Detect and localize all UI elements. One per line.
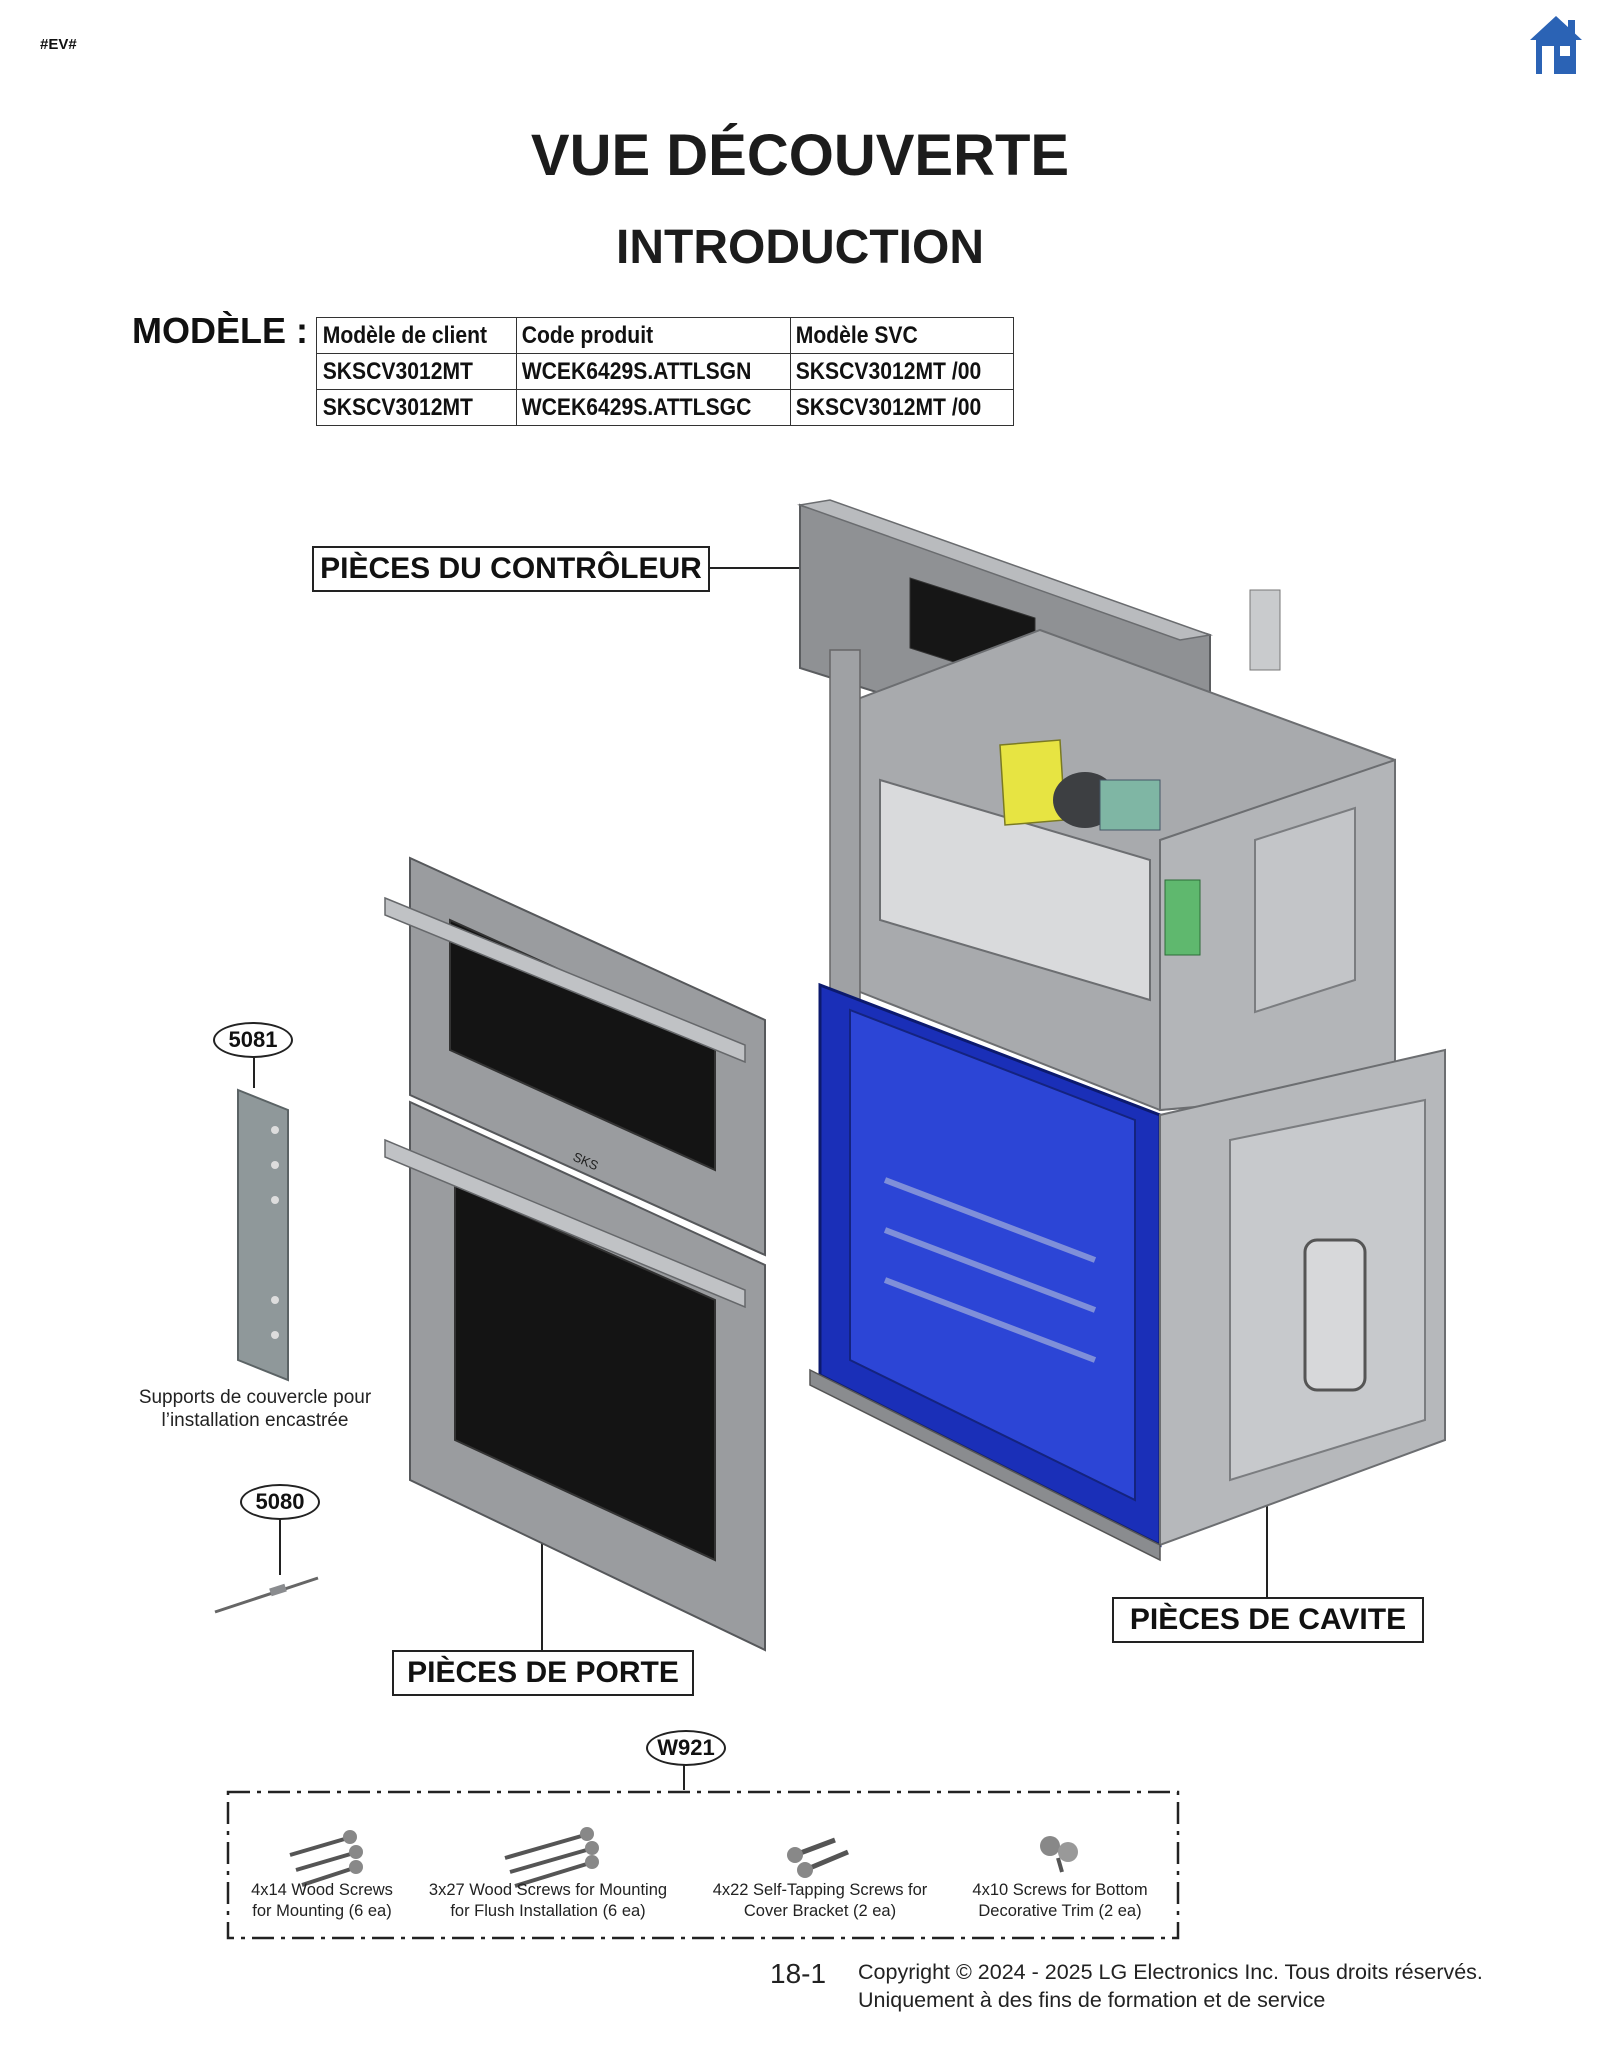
- table-cell: WCEK6429S.ATTLSGC: [515, 389, 758, 426]
- hardware-line: 4x22 Self-Tapping Screws for: [712, 1881, 928, 1899]
- hardware-item: 4x10 Screws for Bottom Decorative Trim (…: [960, 1880, 1160, 1922]
- controller-parts-label: PIÈCES DU CONTRÔLEUR: [312, 546, 710, 592]
- model-label: MODÈLE :: [132, 310, 308, 351]
- screw-group-icon: [504, 1827, 599, 1888]
- part-number-5081: 5081: [213, 1022, 293, 1058]
- hardware-item: 4x14 Wood Screws for Mounting (6 ea): [232, 1880, 412, 1922]
- column-header: Modèle de client: [316, 317, 493, 354]
- copyright-line: Copyright © 2024 - 2025 LG Electronics I…: [858, 1960, 1483, 1984]
- caption-line: Supports de couvercle pour: [138, 1387, 372, 1408]
- screw-group-icon: [787, 1837, 849, 1878]
- hardware-line: Cover Bracket (2 ea): [743, 1902, 897, 1920]
- screw-group-icon: [1040, 1836, 1078, 1873]
- hardware-line: 4x14 Wood Screws: [251, 1881, 393, 1899]
- hardware-item: 3x27 Wood Screws for Mounting for Flush …: [418, 1880, 678, 1922]
- table-cell: SKSCV3012MT: [316, 389, 493, 426]
- hardware-line: Decorative Trim (2 ea): [978, 1902, 1142, 1920]
- page-title: VUE DÉCOUVERTE: [530, 123, 1070, 188]
- page-number: 18-1: [770, 1958, 827, 1989]
- copyright-line: Uniquement à des fins de formation et de…: [858, 1988, 1326, 2012]
- home-icon[interactable]: [1528, 14, 1584, 76]
- oven-cavity: [809, 982, 1446, 1562]
- part-number-w921: W921: [646, 1730, 726, 1766]
- copyright: Copyright © 2024 - 2025 LG Electronics I…: [858, 1958, 1483, 2014]
- screw-group-icon: [289, 1830, 363, 1887]
- door-parts-label: PIÈCES DE PORTE: [392, 1650, 694, 1696]
- model-table: Modèle de client Code produit Modèle SVC…: [316, 317, 1014, 426]
- table-cell: SKSCV3012MT /00: [789, 389, 988, 426]
- table-cell: SKSCV3012MT: [316, 353, 493, 390]
- hardware-line: for Flush Installation (6 ea): [450, 1902, 646, 1920]
- caption-line: l’installation encastrée: [161, 1410, 349, 1431]
- table-cell: SKSCV3012MT /00: [789, 353, 988, 390]
- table-row: SKSCV3012MT WCEK6429S.ATTLSGC SKSCV3012M…: [316, 389, 1014, 426]
- part-number-5080: 5080: [240, 1484, 320, 1520]
- document-tag: #EV#: [40, 36, 77, 53]
- hardware-line: 3x27 Wood Screws for Mounting: [428, 1881, 668, 1899]
- hardware-item: 4x22 Self-Tapping Screws for Cover Brack…: [700, 1880, 940, 1922]
- page-subtitle: INTRODUCTION: [616, 221, 984, 274]
- pin-5080: [214, 1576, 319, 1614]
- bracket-caption: Supports de couvercle pour l’installatio…: [110, 1386, 400, 1432]
- cavity-parts-label: PIÈCES DE CAVITE: [1112, 1597, 1424, 1643]
- bracket-5081: [237, 1088, 289, 1382]
- hardware-line: 4x10 Screws for Bottom: [972, 1881, 1148, 1899]
- oven-doors: SKS: [384, 856, 766, 1652]
- hardware-line: for Mounting (6 ea): [252, 1902, 392, 1920]
